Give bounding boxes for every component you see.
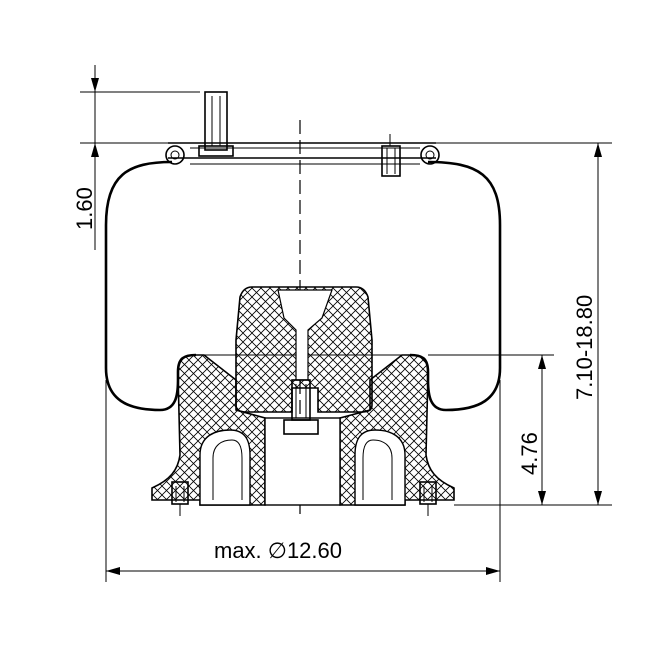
top-plate bbox=[165, 142, 440, 165]
center-bolt bbox=[283, 379, 319, 435]
air-fitting bbox=[381, 134, 401, 177]
dim-piston-height: 4.76 bbox=[428, 354, 554, 505]
bottom-stud-left bbox=[171, 481, 189, 516]
dim-overall-height: 7.10-18.80 bbox=[436, 142, 612, 506]
top-stud-left bbox=[198, 91, 234, 157]
dim-label-piston-height: 4.76 bbox=[517, 432, 542, 475]
piston-cavities bbox=[199, 417, 406, 506]
dim-top-plate: 1.60 bbox=[72, 65, 200, 250]
dim-label-top-plate: 1.60 bbox=[72, 187, 97, 230]
bottom-stud-right bbox=[419, 481, 437, 516]
dim-diameter: max. ∅12.60 bbox=[105, 380, 501, 582]
dim-label-overall-height: 7.10-18.80 bbox=[572, 295, 597, 400]
dim-label-diameter: max. ∅12.60 bbox=[214, 538, 342, 563]
